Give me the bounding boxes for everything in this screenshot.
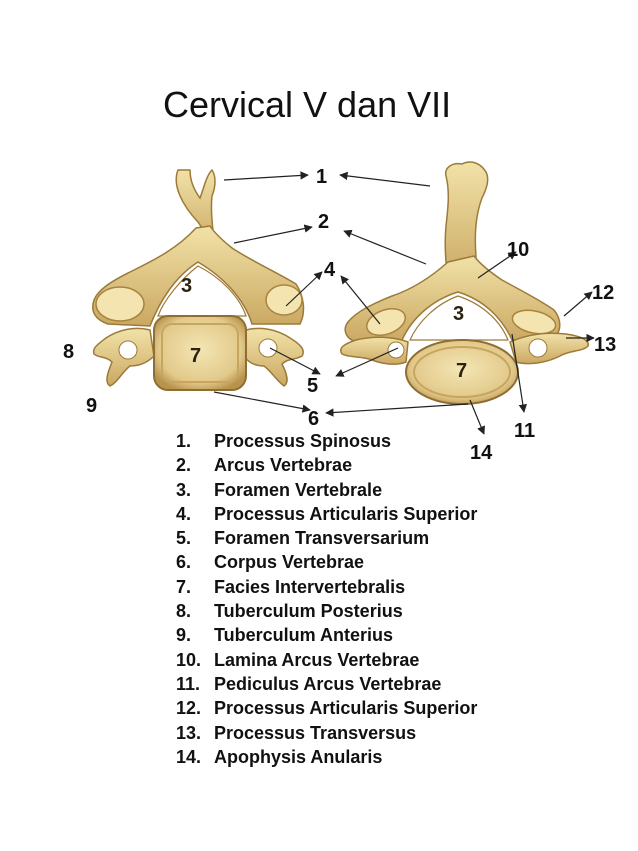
left-foramen-transversarium-r xyxy=(258,338,278,358)
legend-text: Tuberculum Anterius xyxy=(214,625,394,646)
leader-2-right xyxy=(343,229,427,265)
leader-12 xyxy=(563,291,593,317)
label-11: 11 xyxy=(514,420,535,442)
legend-list: 1. Processus Spinosus 2. Arcus Vertebrae 3… xyxy=(176,429,477,769)
legend-item: 6. Corpus Vertebrae xyxy=(176,550,477,574)
right-transverse-process-r xyxy=(509,332,589,365)
legend-item: 1. Processus Spinosus xyxy=(176,429,477,453)
left-vertebral-arch xyxy=(92,225,305,327)
leader-6-right xyxy=(325,403,469,417)
leader-14 xyxy=(469,399,486,435)
legend-number: 3. xyxy=(176,479,192,500)
legend-text: Foramen Transversarium xyxy=(214,528,430,549)
label-8: 8 xyxy=(63,341,74,363)
label-7-right: 7 xyxy=(456,360,467,382)
legend-item: 8. Tuberculum Posterius xyxy=(176,599,477,623)
label-6: 6 xyxy=(308,408,319,430)
legend-item: 14. Apophysis Anularis xyxy=(176,745,477,769)
legend-item: 10. Lamina Arcus Vertebrae xyxy=(176,648,477,672)
left-vertebral-body xyxy=(153,315,247,391)
leader-11 xyxy=(511,333,528,413)
right-foramen-transversarium-l xyxy=(387,341,405,359)
leader-2-left xyxy=(233,224,313,244)
legend-text: Pediculus Arcus Vertebrae xyxy=(214,673,442,694)
left-articular-facet-l xyxy=(95,286,145,322)
label-5: 5 xyxy=(307,375,318,397)
right-spinous-process xyxy=(444,161,489,283)
legend-text: Processus Transversus xyxy=(214,722,417,743)
label-10: 10 xyxy=(507,239,529,261)
page-title: Cervical V dan VII xyxy=(163,84,452,125)
legend-item: 7. Facies Intervertebralis xyxy=(176,575,477,599)
legend-text: Processus Articularis Superior xyxy=(214,698,478,719)
figure-labels: 1 2 3 3 4 5 6 7 7 8 9 10 11 12 13 14 xyxy=(63,166,616,464)
legend-number: 7. xyxy=(176,576,192,597)
leader-4-right xyxy=(340,275,381,325)
leader-5-left xyxy=(269,347,321,375)
legend-text: Arcus Vertebrae xyxy=(214,455,353,476)
right-foramen-transversarium-r xyxy=(528,338,548,358)
cervical-vii-vertebra xyxy=(340,161,589,405)
label-2: 2 xyxy=(318,211,329,233)
label-4: 4 xyxy=(324,259,336,281)
label-13: 13 xyxy=(594,334,616,356)
leader-1-left xyxy=(223,171,309,181)
label-3-left: 3 xyxy=(181,275,192,297)
legend-text: Lamina Arcus Vertebrae xyxy=(214,649,420,670)
legend-item: 4. Processus Articularis Superior xyxy=(176,502,477,526)
leader-6-left xyxy=(213,391,311,413)
leader-1-right xyxy=(339,171,431,187)
label-3-right: 3 xyxy=(453,303,464,325)
label-7-left: 7 xyxy=(190,345,201,367)
leader-10 xyxy=(477,251,517,279)
right-articular-facet-r xyxy=(511,309,557,335)
left-articular-facet-r xyxy=(265,284,303,316)
legend-text: Processus Articularis Superior xyxy=(214,503,478,524)
legend-number: 11. xyxy=(176,673,201,694)
legend-number: 2. xyxy=(176,455,192,476)
legend-number: 5. xyxy=(176,528,192,549)
legend-number: 13. xyxy=(176,722,202,743)
legend-item: 12. Processus Articularis Superior xyxy=(176,696,477,720)
leader-lines xyxy=(213,171,595,435)
left-vertebral-body-rim xyxy=(161,323,239,383)
right-articular-facet-l xyxy=(366,308,406,336)
label-14: 14 xyxy=(470,442,493,464)
legend-number: 9. xyxy=(176,625,192,646)
legend-text: Tuberculum Posterius xyxy=(214,601,403,622)
leader-4-left xyxy=(285,271,323,307)
legend-number: 10. xyxy=(176,649,202,670)
legend-item: 9. Tuberculum Anterius xyxy=(176,623,477,647)
legend-number: 6. xyxy=(176,552,192,573)
leader-5-right xyxy=(335,347,399,377)
cervical-v-vertebra xyxy=(92,168,305,391)
legend-text: Foramen Vertebrale xyxy=(214,479,383,500)
legend-number: 4. xyxy=(176,503,192,524)
legend-item: 13. Processus Transversus xyxy=(176,721,477,745)
legend-item: 5. Foramen Transversarium xyxy=(176,526,477,550)
legend-number: 1. xyxy=(176,431,192,451)
legend-item: 11. Pediculus Arcus Vertebrae xyxy=(176,672,477,696)
legend-item: 2. Arcus Vertebrae xyxy=(176,453,477,477)
left-foramen-transversarium-l xyxy=(118,340,138,360)
left-transverse-process-r xyxy=(243,327,304,387)
legend-number: 14. xyxy=(176,746,202,767)
label-1: 1 xyxy=(316,166,327,188)
label-9: 9 xyxy=(86,395,97,417)
legend-text: Processus Spinosus xyxy=(214,431,392,451)
legend-number: 8. xyxy=(176,601,192,622)
legend-number: 12. xyxy=(176,698,202,719)
legend-text: Corpus Vertebrae xyxy=(214,552,365,573)
legend-item: 3. Foramen Vertebrale xyxy=(176,478,477,502)
legend-text: Facies Intervertebralis xyxy=(214,576,406,597)
label-12: 12 xyxy=(592,282,614,304)
right-vertebral-body-rim xyxy=(413,346,511,398)
legend-text: Apophysis Anularis xyxy=(214,746,383,767)
